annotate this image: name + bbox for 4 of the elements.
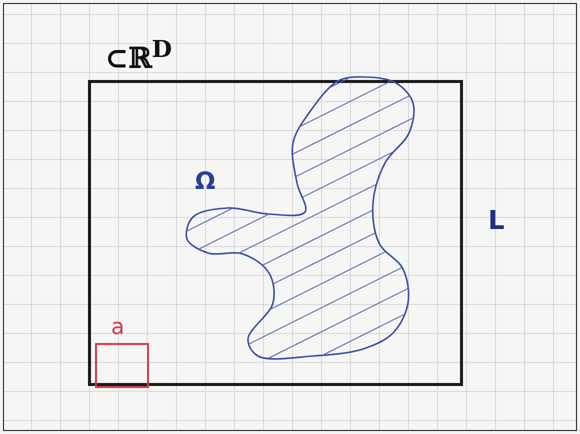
region-label: Ω [195, 167, 216, 195]
side-label: a [111, 315, 124, 340]
length-label: L [488, 206, 505, 236]
set-label: ⊂ℝ$^{D}$ [105, 35, 172, 74]
